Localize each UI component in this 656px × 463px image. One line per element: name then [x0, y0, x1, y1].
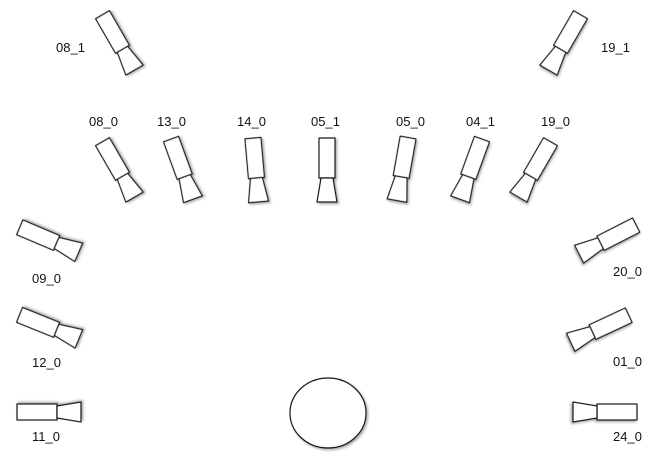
camera-icon: [94, 137, 144, 203]
camera-label: 14_0: [237, 114, 266, 129]
camera-label: 04_1: [466, 114, 495, 129]
camera-label: 05_0: [396, 114, 425, 129]
camera-icon: [572, 401, 638, 423]
camera-19-0: 19_0: [509, 114, 570, 203]
camera-icon: [94, 10, 144, 76]
camera-icon: [509, 137, 559, 203]
camera-label: 05_1: [311, 114, 340, 129]
camera-label: 08_0: [89, 114, 118, 129]
camera-icon: [162, 135, 203, 204]
camera-label: 01_0: [613, 354, 642, 369]
camera-icon: [386, 135, 417, 203]
camera-icon: [450, 135, 491, 204]
camera-01-0: 01_0: [565, 307, 642, 369]
camera-13-0: 13_0: [157, 114, 203, 204]
camera-icon: [16, 401, 82, 423]
subject-ellipse: [289, 377, 367, 449]
camera-09-0: 09_0: [16, 219, 84, 286]
camera-icon: [15, 306, 84, 349]
camera-05-0: 05_0: [386, 114, 425, 203]
camera-11-0: 11_0: [16, 401, 82, 444]
camera-24-0: 24_0: [572, 401, 642, 444]
camera-04-1: 04_1: [450, 114, 495, 204]
camera-05-1: 05_1: [311, 114, 340, 203]
camera-icon: [574, 217, 641, 264]
camera-label: 19_1: [601, 40, 630, 55]
camera-icon: [565, 307, 633, 352]
camera-label: 13_0: [157, 114, 186, 129]
camera-label: 09_0: [32, 271, 61, 286]
camera-label: 20_0: [613, 264, 642, 279]
camera-08-0: 08_0: [89, 114, 144, 203]
camera-label: 12_0: [32, 355, 61, 370]
camera-14-0: 14_0: [237, 114, 270, 204]
camera-08-1: 08_1: [56, 10, 144, 76]
camera-icon: [244, 136, 270, 204]
camera-label: 24_0: [613, 429, 642, 444]
camera-12-0: 12_0: [15, 306, 84, 370]
camera-label: 19_0: [541, 114, 570, 129]
camera-19-1: 19_1: [539, 10, 630, 76]
camera-icon: [16, 219, 84, 263]
camera-icon: [539, 10, 589, 76]
camera-icon: [316, 137, 338, 203]
camera-20-0: 20_0: [574, 217, 642, 279]
camera-label: 11_0: [32, 429, 60, 444]
camera-label: 08_1: [56, 40, 85, 55]
